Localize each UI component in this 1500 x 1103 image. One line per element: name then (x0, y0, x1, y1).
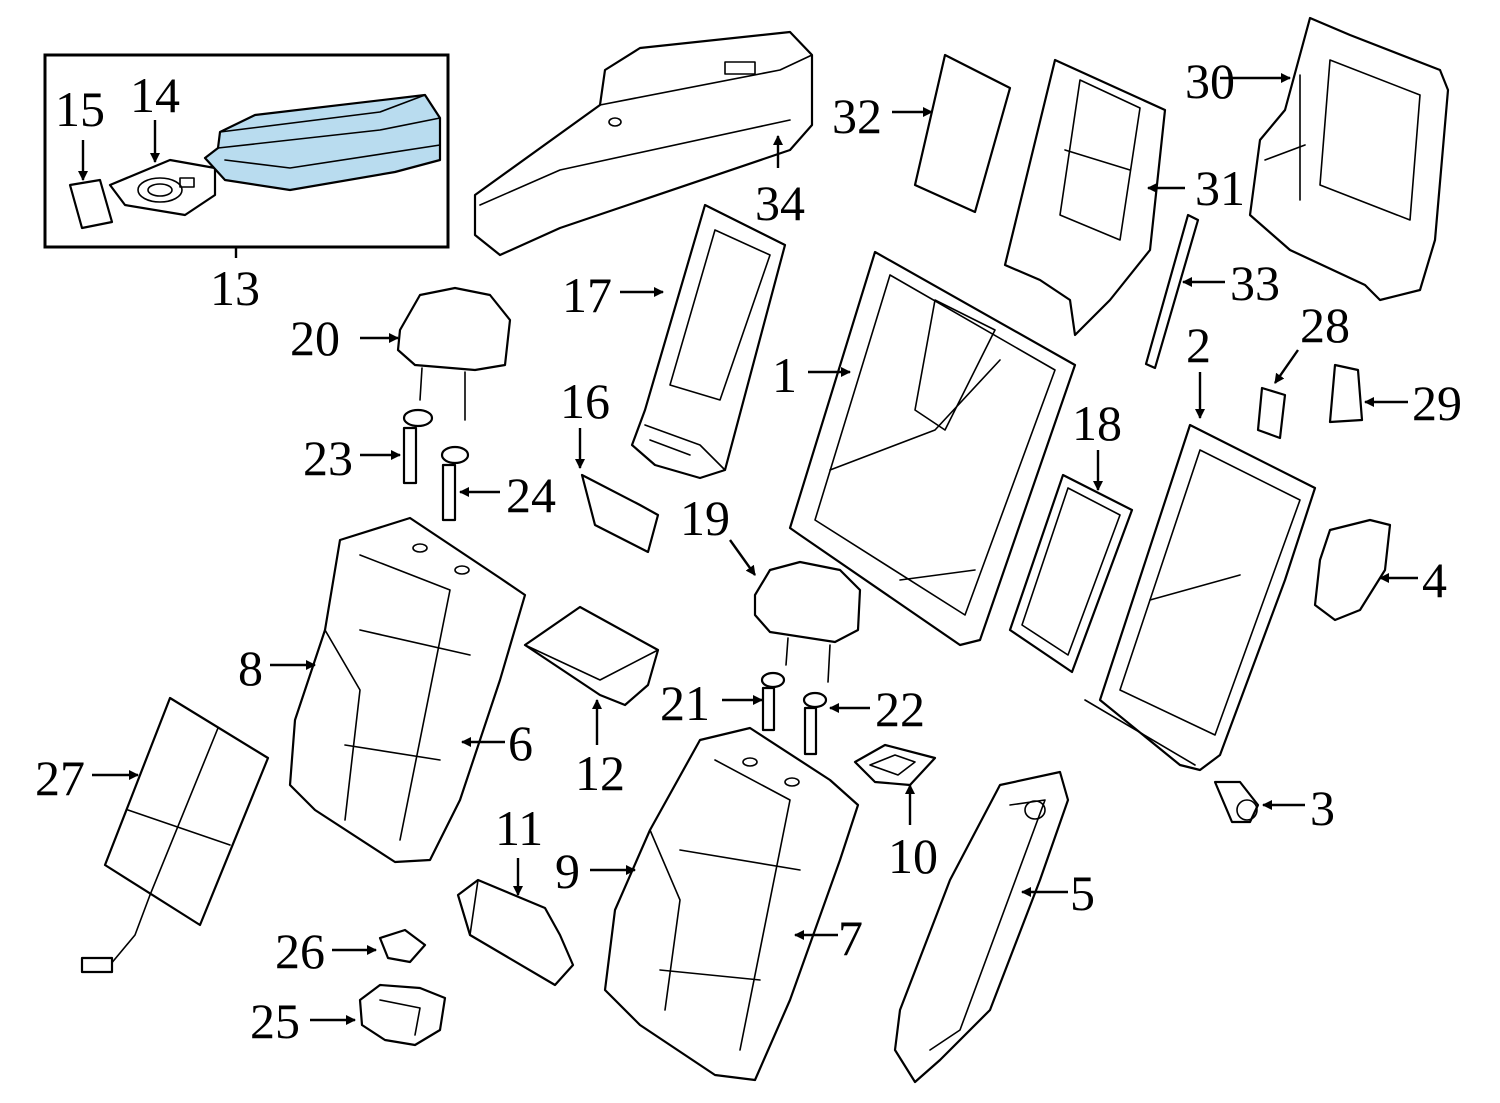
part-8-6-cover (288, 516, 527, 864)
part-21 (760, 671, 786, 732)
part-9-7-cover (603, 726, 860, 1082)
inset-box (43, 53, 450, 249)
part-20 (396, 286, 512, 421)
part-3 (1213, 780, 1260, 824)
callout-24: 24 (506, 467, 556, 523)
callout-22: 22 (875, 681, 925, 737)
part-28 (1256, 386, 1287, 440)
part-4 (1313, 518, 1392, 622)
callout-10: 10 (888, 828, 938, 884)
callout-8: 8 (238, 640, 263, 696)
callout-3: 3 (1310, 780, 1335, 836)
part-32 (913, 53, 1012, 214)
part-19 (753, 560, 862, 683)
callout-6: 6 (508, 715, 533, 771)
callout-13: 13 (210, 260, 260, 316)
part-12 (523, 605, 660, 707)
callout-29: 29 (1412, 375, 1462, 431)
part-24 (440, 445, 470, 522)
callout-15: 15 (55, 81, 105, 137)
callout-2: 2 (1186, 317, 1211, 373)
leader-lines (78, 73, 1418, 1025)
part-22 (802, 691, 828, 756)
callout-5: 5 (1070, 865, 1095, 921)
callout-28: 28 (1300, 297, 1350, 353)
part-31 (1003, 58, 1167, 337)
callout-17: 17 (562, 267, 612, 323)
part-2 (1084, 423, 1317, 772)
callout-26: 26 (275, 923, 325, 979)
part-27 (80, 696, 270, 974)
callout-9: 9 (555, 843, 580, 899)
callout-27: 27 (35, 750, 85, 806)
callout-4: 4 (1422, 552, 1447, 608)
callout-34: 34 (755, 175, 805, 231)
callout-labels: 15 14 13 34 32 30 31 33 17 20 1 28 2 29 … (35, 53, 1462, 1049)
part-18 (1008, 473, 1134, 674)
callout-18: 18 (1072, 395, 1122, 451)
part-30 (1248, 16, 1450, 302)
callout-25: 25 (250, 993, 300, 1049)
part-29 (1328, 363, 1364, 424)
part-23 (402, 408, 434, 485)
part-33 (1144, 213, 1200, 370)
callout-20: 20 (290, 310, 340, 366)
part-10 (853, 743, 937, 787)
callout-19: 19 (680, 490, 730, 546)
callout-14: 14 (130, 67, 180, 123)
part-26 (378, 928, 427, 964)
part-16 (580, 473, 660, 554)
part-13-armrest-highlighted (203, 93, 442, 192)
callout-30: 30 (1185, 53, 1235, 109)
callout-11: 11 (495, 800, 543, 856)
part-14 (108, 158, 217, 217)
callout-32: 32 (832, 88, 882, 144)
part-11 (456, 878, 575, 987)
part-5 (893, 770, 1070, 1084)
part-17 (630, 203, 787, 480)
callout-31: 31 (1195, 160, 1245, 216)
part-1 (788, 250, 1077, 647)
part-25 (358, 983, 447, 1047)
callout-1: 1 (772, 347, 797, 403)
callout-33: 33 (1230, 255, 1280, 311)
callout-12: 12 (575, 745, 625, 801)
callout-21: 21 (660, 675, 710, 731)
callout-7: 7 (838, 910, 863, 966)
part-15 (68, 178, 114, 230)
callout-16: 16 (560, 373, 610, 429)
callout-23: 23 (303, 430, 353, 486)
part-34 (473, 30, 814, 257)
